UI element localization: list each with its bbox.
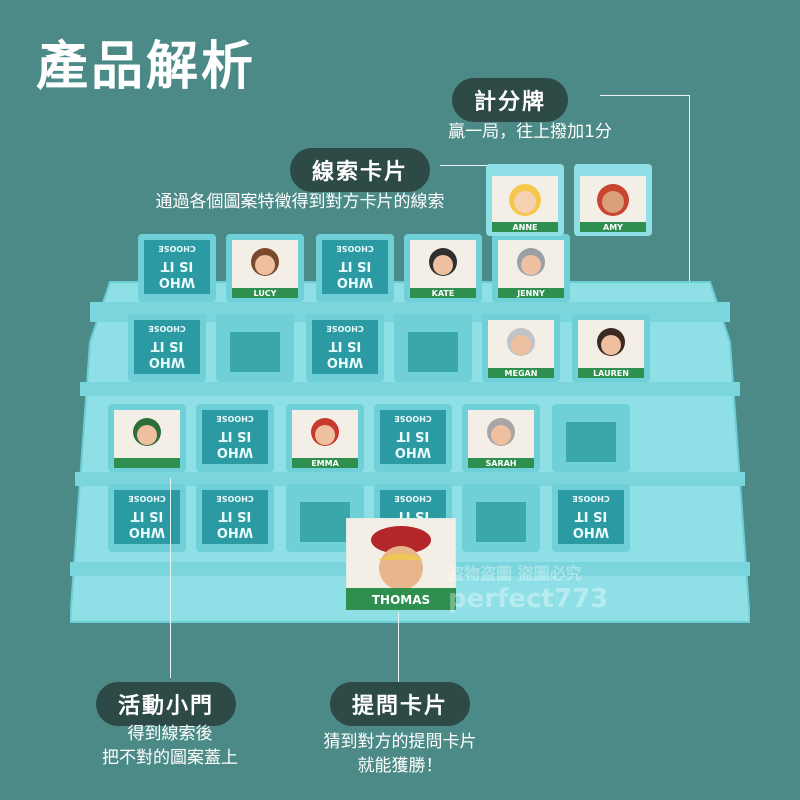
closed-door-text: WHO	[395, 444, 431, 459]
name-band	[410, 288, 476, 298]
connector-line	[689, 95, 690, 295]
card-name: LUCY	[254, 289, 277, 298]
closed-door-text: WHO	[337, 274, 373, 289]
name-band	[488, 368, 554, 378]
closed-door-text: IS IT	[219, 428, 252, 443]
closed-door-text: CHOOSE	[128, 494, 165, 503]
score-board-desc: 贏一局，往上撥加1分	[448, 122, 612, 142]
score-cards-illustration: ANNE AMY	[486, 164, 652, 236]
card-name: AMY	[603, 223, 623, 232]
character-face	[433, 255, 453, 275]
closed-door	[202, 490, 268, 544]
closed-door-text: IS IT	[575, 508, 608, 523]
character-face	[137, 425, 157, 445]
connector-line	[170, 478, 171, 678]
watermark: 盗物盗圖 盜圖必究 perfect773	[448, 564, 609, 614]
closed-door	[202, 410, 268, 464]
question-card-desc: 猜到對方的提問卡片 就能獲勝！	[323, 732, 477, 776]
card-name: MEGAN	[505, 369, 538, 378]
card-name: EMMA	[311, 459, 339, 468]
question-card-illustration: THOMAS	[346, 518, 456, 610]
door-desc: 得到線索後 把不對的圖案蓋上	[102, 724, 238, 768]
closed-door	[312, 320, 378, 374]
closed-door-text: IS IT	[131, 508, 164, 523]
closed-door-text: WHO	[149, 354, 185, 369]
score-board-label: 計分牌	[452, 78, 569, 122]
closed-door-text: CHOOSE	[216, 494, 253, 503]
card-name: LAUREN	[593, 369, 629, 378]
closed-door-text: CHOOSE	[148, 324, 185, 333]
card-name: KATE	[432, 289, 455, 298]
closed-door-text: WHO	[217, 444, 253, 459]
closed-door	[144, 240, 210, 294]
open-slot	[300, 502, 350, 542]
closed-door-text: IS IT	[161, 258, 194, 273]
open-slot	[476, 502, 526, 542]
question-card-label: 提問卡片	[330, 682, 471, 726]
closed-door-text: WHO	[327, 354, 363, 369]
clue-card-desc: 通過各個圖案特徵得到對方卡片的線索	[155, 192, 445, 212]
closed-door	[134, 320, 200, 374]
closed-door-text: IS IT	[219, 508, 252, 523]
open-slot	[230, 332, 280, 372]
closed-door-text: IS IT	[329, 338, 362, 353]
closed-door-text: CHOOSE	[336, 244, 373, 253]
character-face	[521, 255, 541, 275]
closed-door-text: CHOOSE	[326, 324, 363, 333]
closed-door-text: IS IT	[151, 338, 184, 353]
closed-door-text: WHO	[217, 524, 253, 539]
closed-door	[322, 240, 388, 294]
name-band	[114, 458, 180, 468]
closed-door-text: IS IT	[397, 428, 430, 443]
closed-door-text: WHO	[573, 524, 609, 539]
closed-door-text: IS IT	[339, 258, 372, 273]
door-label: 活動小門	[96, 682, 237, 726]
connector-line	[440, 165, 500, 166]
card-name: SARAH	[486, 459, 517, 468]
name-band	[468, 458, 534, 468]
closed-door-text: WHO	[129, 524, 165, 539]
open-slot	[566, 422, 616, 462]
card-name: ANNE	[512, 223, 537, 232]
character-face	[491, 425, 511, 445]
card-name: THOMAS	[372, 593, 430, 607]
name-band	[232, 288, 298, 298]
name-band	[498, 288, 564, 298]
closed-door	[380, 410, 446, 464]
closed-door	[558, 490, 624, 544]
closed-door	[114, 490, 180, 544]
character-face	[511, 335, 531, 355]
closed-door-text: WHO	[159, 274, 195, 289]
card-name: JENNY	[516, 289, 545, 298]
closed-door-text: CHOOSE	[572, 494, 609, 503]
name-band	[578, 368, 644, 378]
page-title: 產品解析	[36, 37, 257, 97]
connector-line	[398, 612, 399, 682]
closed-door-text: CHOOSE	[394, 494, 431, 503]
closed-door-text: CHOOSE	[216, 414, 253, 423]
character-face	[315, 425, 335, 445]
character-face	[601, 335, 621, 355]
character-face	[255, 255, 275, 275]
connector-line	[600, 95, 690, 96]
closed-door-text: CHOOSE	[158, 244, 195, 253]
closed-door-text: CHOOSE	[394, 414, 431, 423]
name-band	[292, 458, 358, 468]
open-slot	[408, 332, 458, 372]
clue-card-label: 線索卡片	[290, 148, 431, 192]
